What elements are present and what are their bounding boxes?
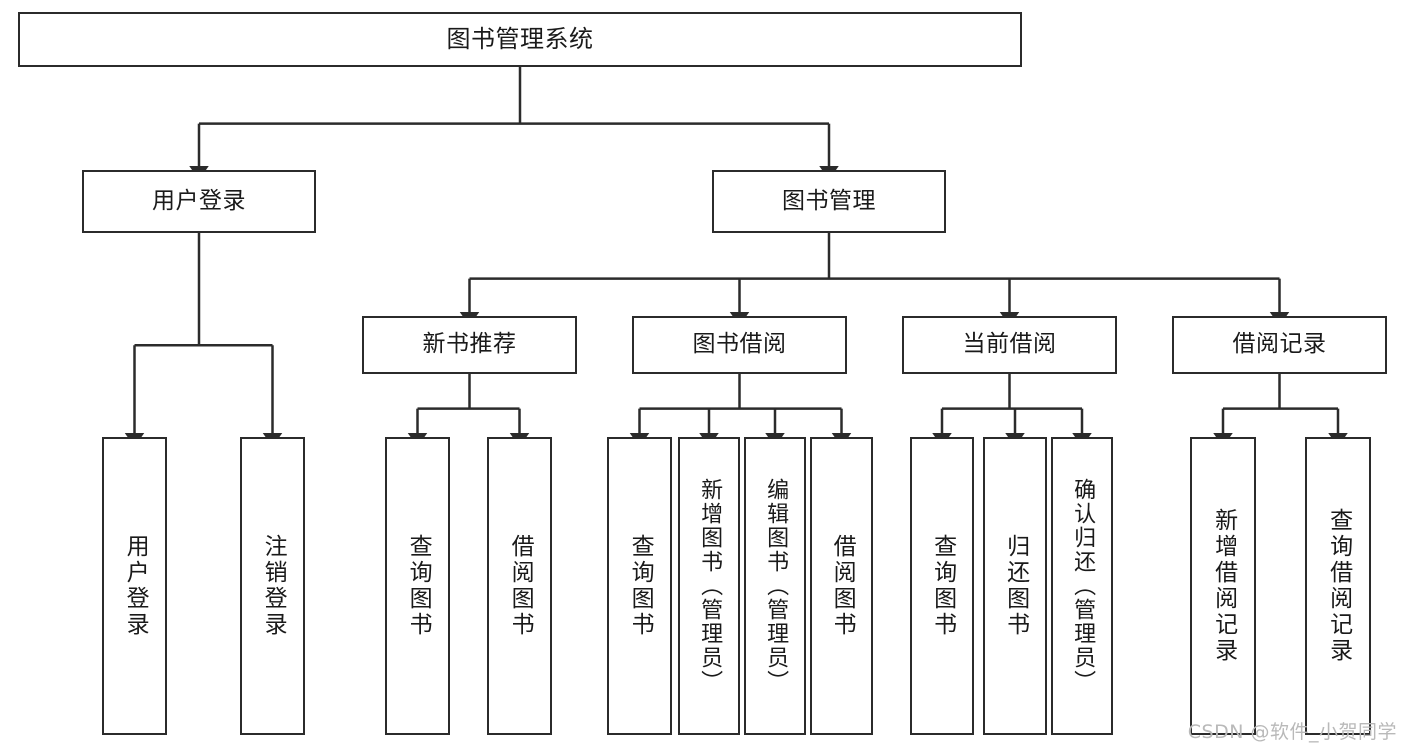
node-leaf-edit-book-admin[interactable]: 编辑图书（管理员） [744, 437, 806, 735]
node-leaf-user-logout[interactable]: 注销登录 [240, 437, 305, 735]
node-label: 用户登录 [152, 187, 246, 214]
node-label: 查询图书 [627, 534, 654, 638]
node-label: 新增借阅记录 [1210, 508, 1237, 664]
node-book-borrow[interactable]: 图书借阅 [632, 316, 847, 374]
node-root[interactable]: 图书管理系统 [18, 12, 1022, 67]
node-label: 注销登录 [260, 534, 287, 638]
node-label: 确认归还（管理员） [1070, 478, 1096, 694]
watermark: CSDN @软件_小贺同学 [1187, 721, 1397, 743]
node-label: 借阅图书 [829, 534, 856, 638]
node-label: 借阅记录 [1232, 331, 1327, 358]
node-user-login[interactable]: 用户登录 [82, 170, 316, 233]
node-leaf-query-book-current[interactable]: 查询图书 [910, 437, 974, 735]
node-leaf-borrow-book-rec[interactable]: 借阅图书 [487, 437, 552, 735]
node-leaf-add-book-admin[interactable]: 新增图书（管理员） [678, 437, 740, 735]
node-label: 图书管理 [782, 187, 876, 214]
node-leaf-return-book[interactable]: 归还图书 [983, 437, 1047, 735]
node-label: 归还图书 [1002, 534, 1029, 638]
node-leaf-borrow-book[interactable]: 借阅图书 [810, 437, 873, 735]
node-leaf-query-book-borrow[interactable]: 查询图书 [607, 437, 672, 735]
node-label: 查询图书 [405, 534, 432, 638]
node-current-borrow[interactable]: 当前借阅 [902, 316, 1117, 374]
node-leaf-query-book-rec[interactable]: 查询图书 [385, 437, 450, 735]
node-label: 借阅图书 [507, 534, 534, 638]
node-borrow-record[interactable]: 借阅记录 [1172, 316, 1387, 374]
node-label: 图书借阅 [692, 331, 787, 358]
node-label: 新书推荐 [422, 331, 517, 358]
node-leaf-confirm-return-admin[interactable]: 确认归还（管理员） [1051, 437, 1113, 735]
node-label: 查询借阅记录 [1325, 508, 1352, 664]
node-leaf-query-borrow-record[interactable]: 查询借阅记录 [1305, 437, 1371, 735]
node-label: 查询图书 [929, 534, 956, 638]
node-label: 图书管理系统 [446, 25, 594, 54]
node-label: 用户登录 [122, 534, 149, 638]
node-label: 当前借阅 [962, 331, 1057, 358]
node-book-manage[interactable]: 图书管理 [712, 170, 946, 233]
node-new-book-recommend[interactable]: 新书推荐 [362, 316, 577, 374]
node-label: 编辑图书（管理员） [763, 478, 789, 694]
node-label: 新增图书（管理员） [697, 478, 723, 694]
node-leaf-user-login[interactable]: 用户登录 [102, 437, 167, 735]
node-leaf-add-borrow-record[interactable]: 新增借阅记录 [1190, 437, 1256, 735]
